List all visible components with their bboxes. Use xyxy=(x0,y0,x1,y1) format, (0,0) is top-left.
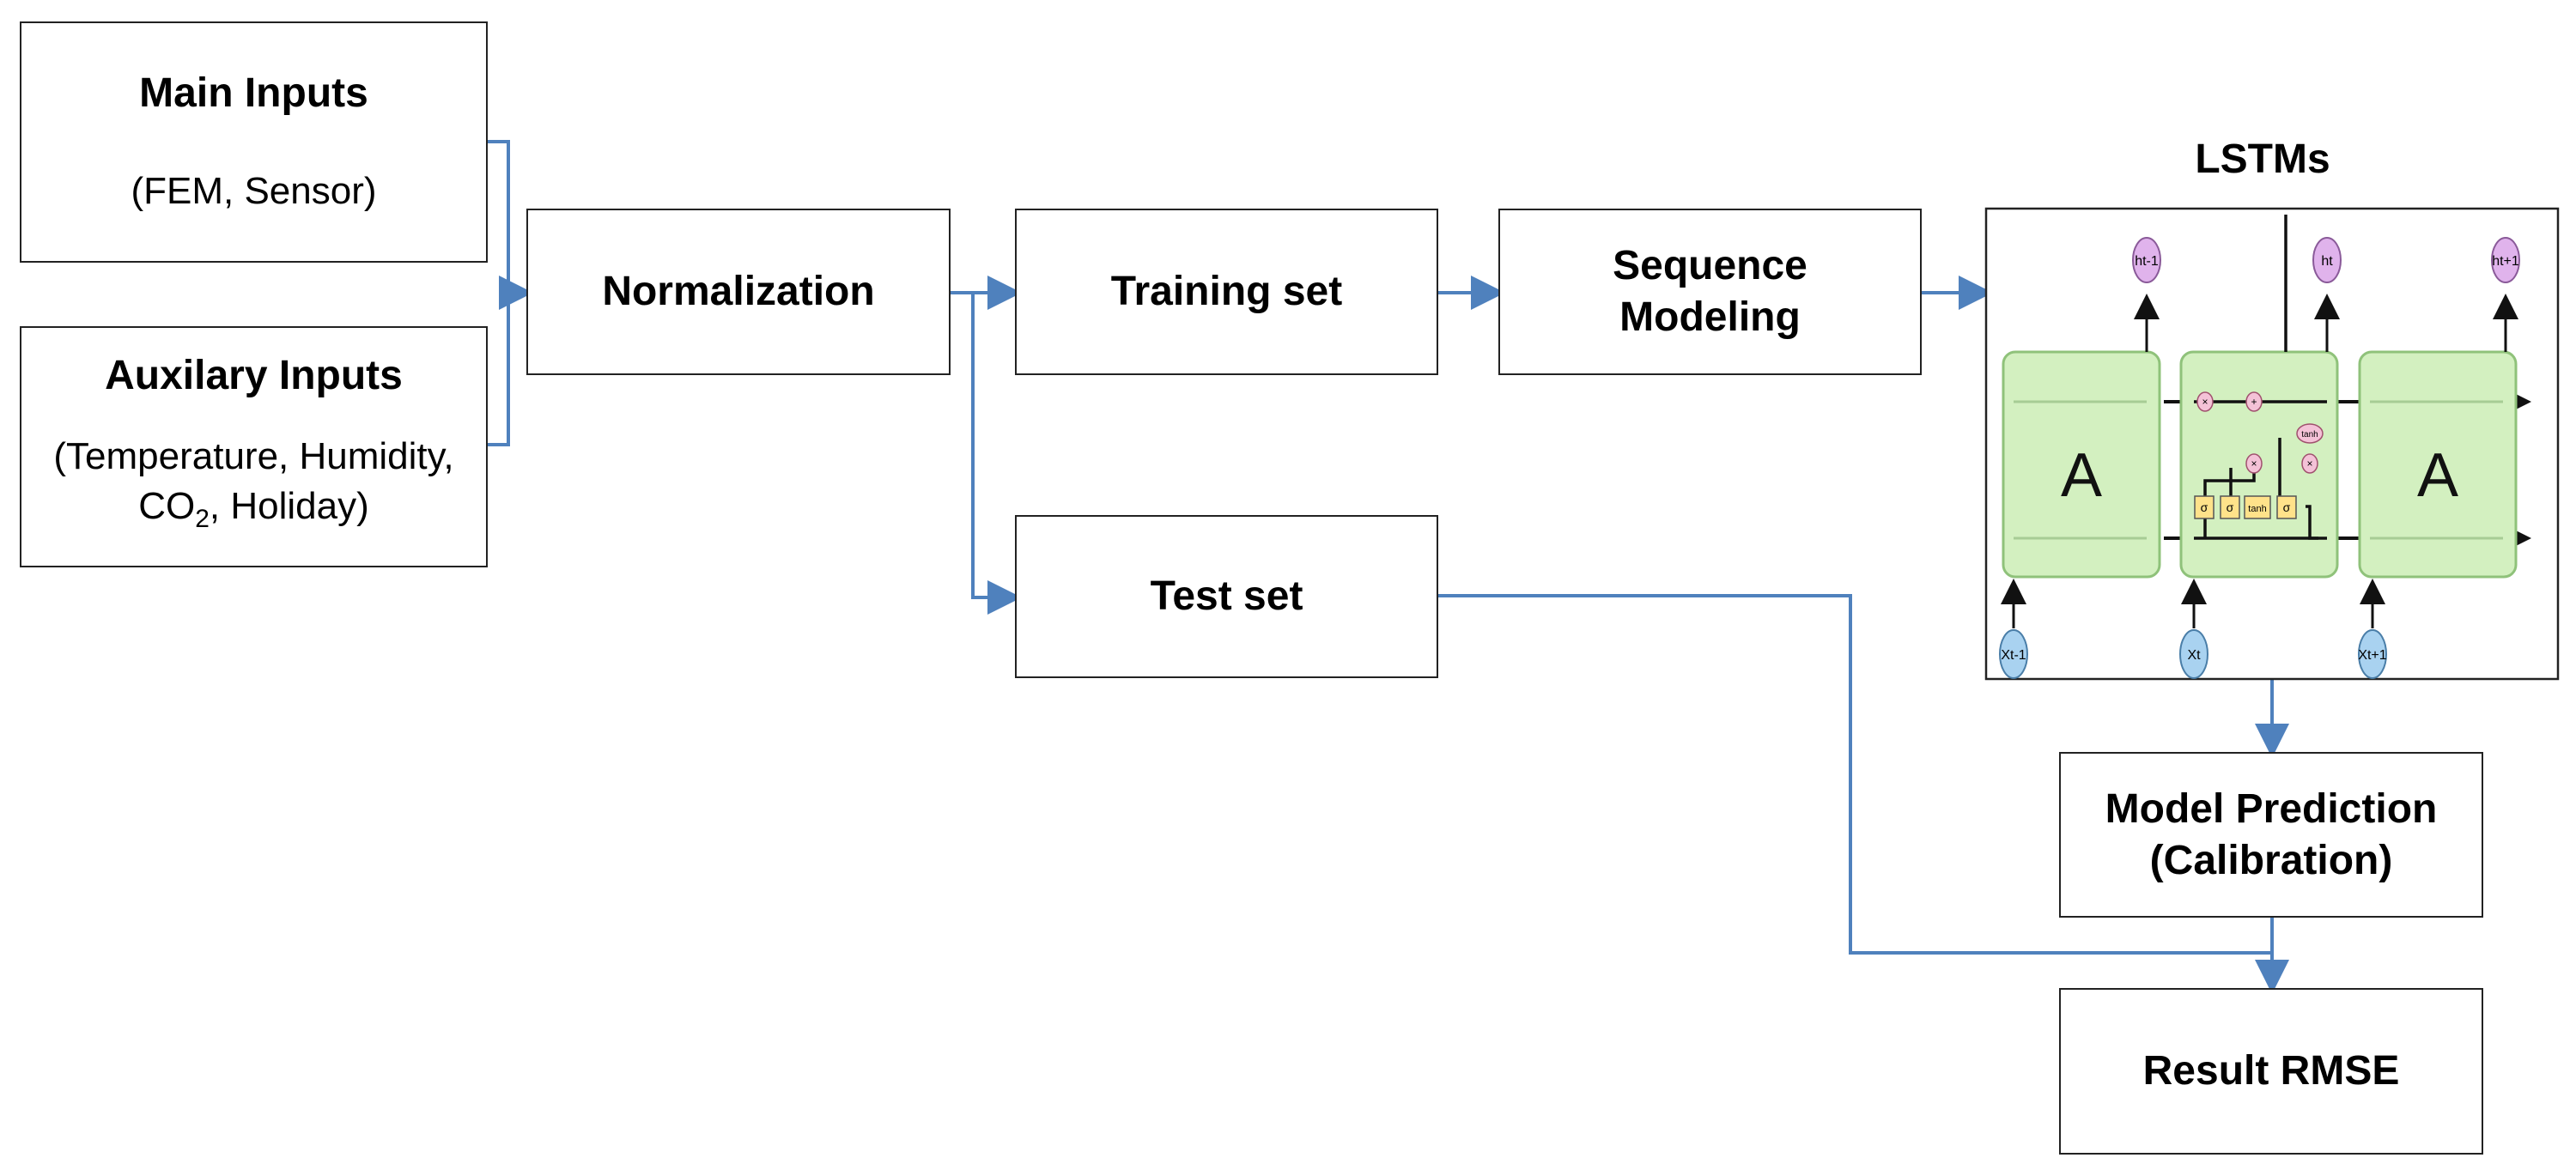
svg-text:ht: ht xyxy=(2321,254,2333,269)
auxiliary-inputs-box: Auxilary Inputs (Temperature, Humidity, … xyxy=(20,326,488,567)
lstm-cell-left-label: A xyxy=(2061,441,2102,510)
test-set-box: Test set xyxy=(1015,515,1438,678)
svg-text:ht-1: ht-1 xyxy=(2135,254,2159,269)
main-inputs-subtitle: (FEM, Sensor) xyxy=(131,170,377,212)
lstm-cell-right xyxy=(2358,350,2518,579)
svg-text:ht+1: ht+1 xyxy=(2492,254,2519,269)
result-rmse-box: Result RMSE xyxy=(2059,988,2483,1155)
main-inputs-box: Main Inputs (FEM, Sensor) xyxy=(20,21,488,263)
lstm-cell-right-label: A xyxy=(2417,441,2458,510)
svg-text:σ: σ xyxy=(2227,500,2234,514)
lstm-inputs: Xt-1 Xt Xt+1 xyxy=(1999,629,2387,679)
to-result-connector xyxy=(1438,594,2289,994)
svg-text:+: + xyxy=(2251,396,2257,408)
svg-text:×: × xyxy=(2306,458,2312,470)
inputs-connector xyxy=(488,140,533,446)
svg-text:σ: σ xyxy=(2201,500,2208,514)
sequence-modeling-box: Sequence Modeling xyxy=(1498,209,1922,375)
auxiliary-inputs-subtitle-line1: (Temperature, Humidity, xyxy=(53,434,454,477)
auxiliary-inputs-subtitle-line2: CO2, Holiday) xyxy=(138,484,369,533)
svg-text:σ: σ xyxy=(2283,500,2291,514)
model-prediction-box: Model Prediction (Calibration) xyxy=(2059,752,2483,918)
svg-text:Xt-1: Xt-1 xyxy=(2001,648,2026,663)
training-set-title: Training set xyxy=(1110,269,1343,314)
normalization-box: Normalization xyxy=(526,209,951,375)
lstm-cell-left xyxy=(2002,350,2161,579)
lstm-gates: σ σ tanh σ xyxy=(2194,495,2297,519)
lstm-diagram: A A σ σ tanh xyxy=(1999,215,2531,679)
main-inputs-title: Main Inputs xyxy=(139,70,368,116)
model-prediction-title-line1: Model Prediction xyxy=(2105,785,2438,832)
auxiliary-inputs-title: Auxilary Inputs xyxy=(105,352,403,398)
svg-text:tanh: tanh xyxy=(2248,504,2266,514)
test-set-title: Test set xyxy=(1150,573,1303,619)
sequence-modeling-title-line1: Sequence xyxy=(1613,243,1807,288)
svg-text:Xt: Xt xyxy=(2187,648,2201,663)
normalization-split-connector xyxy=(951,276,1022,615)
svg-text:tanh: tanh xyxy=(2301,430,2318,440)
lstm-title: LSTMs xyxy=(2195,136,2330,182)
normalization-title: Normalization xyxy=(602,269,875,314)
svg-text:×: × xyxy=(2202,396,2208,408)
lstm-hidden-outputs: ht-1 ht ht+1 xyxy=(2132,237,2520,283)
svg-text:Xt+1: Xt+1 xyxy=(2358,648,2386,663)
result-rmse-title: Result RMSE xyxy=(2142,1048,2400,1094)
svg-text:×: × xyxy=(2251,458,2257,470)
training-set-box: Training set xyxy=(1015,209,1438,375)
sequence-modeling-title-line2: Modeling xyxy=(1619,294,1801,340)
lstm-pointwise-ops: × + × × tanh xyxy=(2196,391,2324,474)
model-prediction-title-line2: (Calibration) xyxy=(2149,837,2393,883)
